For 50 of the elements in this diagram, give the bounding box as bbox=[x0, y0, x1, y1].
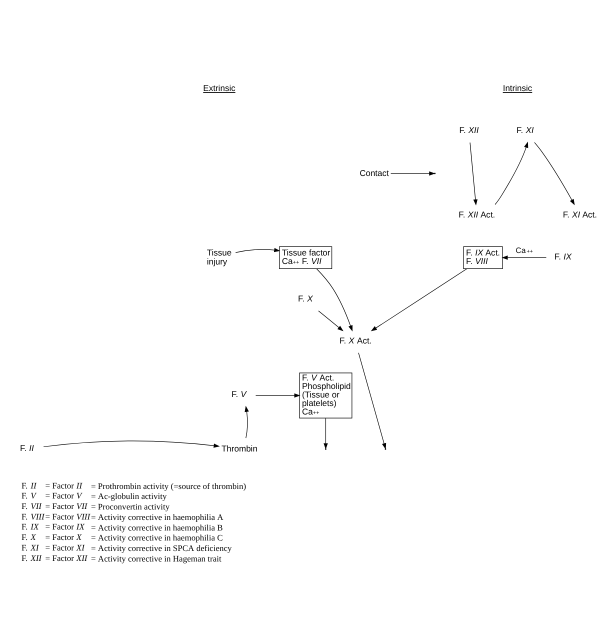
node-box: F. IX Act. F. VIII bbox=[463, 246, 503, 268]
label: = Activity corrective in SPCA deficiency bbox=[91, 542, 232, 553]
node-text: F. IX bbox=[554, 250, 572, 261]
node-text: Tissue injury bbox=[206, 246, 232, 266]
label: Intrinsic bbox=[502, 82, 532, 93]
label: F. IX bbox=[22, 521, 39, 532]
node-text: F. XII Act. bbox=[458, 208, 496, 219]
label: = Factor XII bbox=[45, 552, 88, 562]
arrow bbox=[235, 247, 280, 252]
label: = Ac-globulin activity bbox=[91, 490, 167, 501]
node-text: F. X bbox=[298, 292, 313, 303]
label: = Factor X bbox=[45, 532, 82, 542]
node-text: F. XII bbox=[459, 124, 479, 135]
label: = Factor IX bbox=[45, 521, 84, 532]
node-text: Thrombin bbox=[221, 442, 258, 453]
arrow bbox=[534, 142, 575, 205]
node-text: F. V bbox=[232, 388, 246, 399]
arrow bbox=[370, 268, 468, 331]
label: = Prothrombin activity (=source of thrombin) bbox=[91, 480, 246, 490]
label: = Factor XI bbox=[45, 542, 84, 552]
label: F. VII bbox=[22, 500, 42, 510]
node-text: Contact bbox=[360, 167, 389, 178]
label: F. VIII bbox=[22, 510, 44, 521]
label: = Activity corrective in Hageman trait bbox=[91, 552, 222, 563]
arrow bbox=[43, 440, 220, 448]
arrow bbox=[316, 268, 353, 332]
label: F. V bbox=[22, 490, 36, 500]
arrow bbox=[502, 255, 547, 260]
label: Extrinsic bbox=[203, 82, 236, 93]
label: = Factor II bbox=[45, 480, 82, 490]
label: = Factor VII bbox=[45, 500, 88, 510]
arrow bbox=[494, 141, 528, 204]
label: = Proconvertin activity bbox=[91, 501, 170, 512]
arrow bbox=[244, 405, 249, 438]
node-text: F. XI bbox=[516, 124, 534, 135]
label: F. XII bbox=[22, 552, 42, 562]
node-text: F. XI Act. bbox=[562, 208, 598, 219]
label: = Factor VIII bbox=[45, 510, 90, 521]
label: = Factor V bbox=[45, 490, 82, 500]
label: F. II bbox=[22, 480, 36, 490]
node-text: F. II bbox=[20, 442, 34, 452]
label: = Activity corrective in haemophilia B bbox=[91, 522, 223, 532]
arrow bbox=[255, 392, 300, 398]
arrow bbox=[318, 310, 344, 331]
label: F. XI bbox=[22, 542, 39, 552]
label: = Activity corrective in haemophilia C bbox=[91, 532, 223, 542]
arrow bbox=[470, 142, 478, 206]
label: F. X bbox=[22, 532, 36, 542]
label: = Activity corrective in haemophilia A bbox=[91, 511, 224, 522]
node-text: F. X Act. bbox=[339, 334, 372, 345]
